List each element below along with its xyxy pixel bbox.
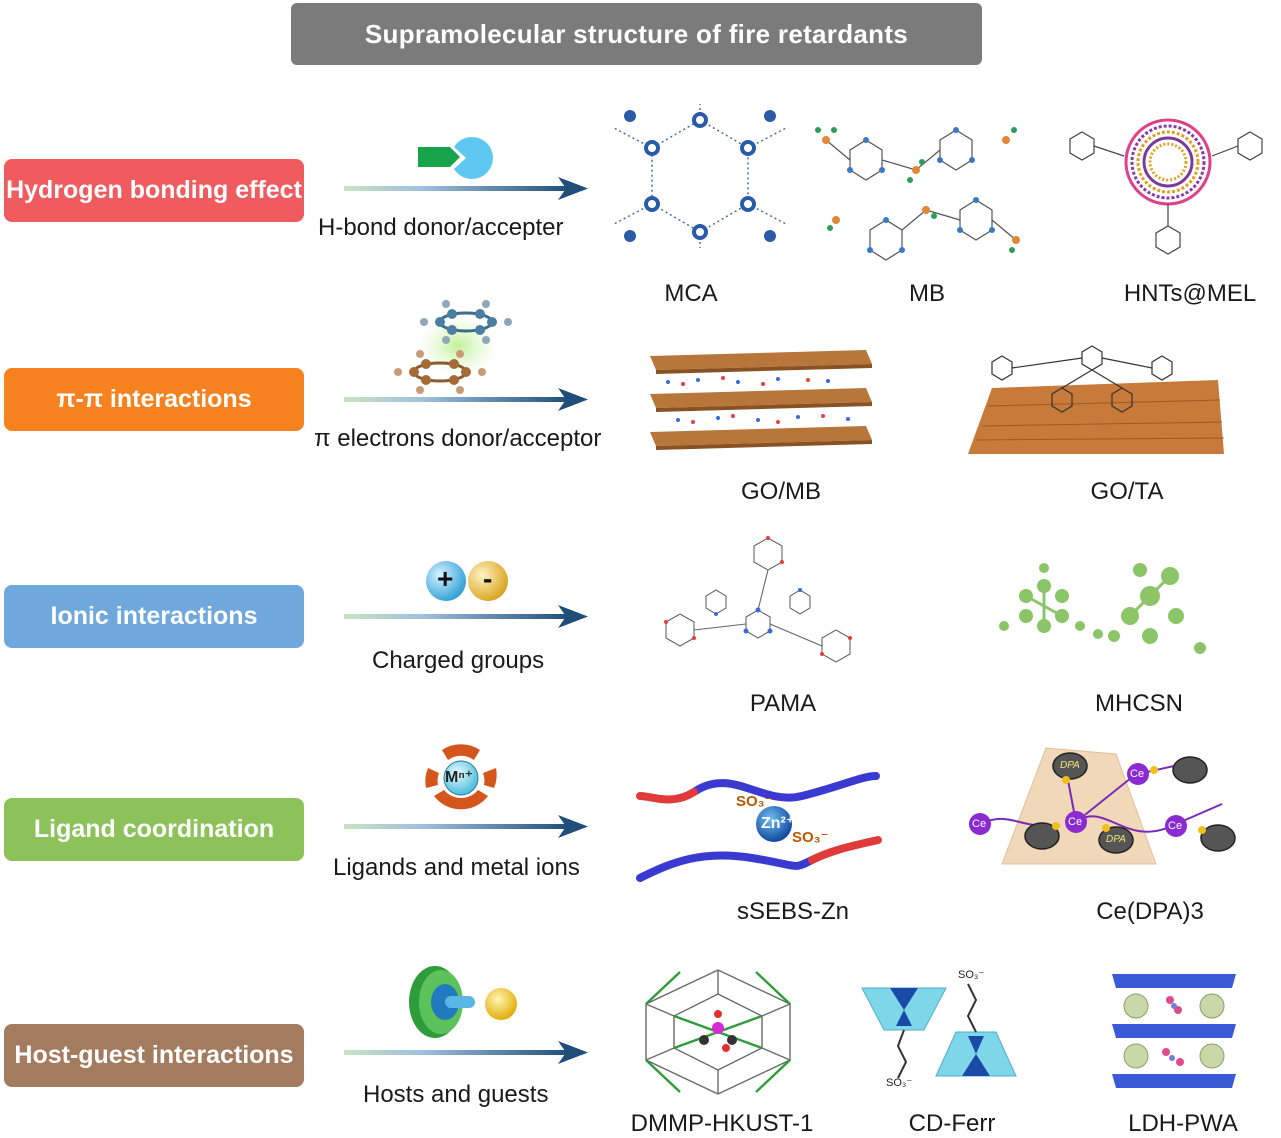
sulfonate-label-top: SO₃⁻ (736, 793, 773, 810)
cd-ferr-image: SO₃⁻ SO₃⁻ (856, 966, 1026, 1096)
sulfonate-label-bottom: SO₃⁻ (792, 829, 829, 846)
pama-structure-image (664, 536, 852, 663)
mb-structure-image (815, 127, 1020, 261)
sulfonate-label-lower: SO₃⁻ (886, 1077, 913, 1089)
sulfonate-label-upper: SO₃⁻ (958, 969, 985, 981)
example-ce-dpa3: Ce(DPA)3 (1096, 898, 1204, 925)
arrow-row-4 (344, 815, 588, 838)
metal-ion-label: Mⁿ⁺ (445, 769, 474, 786)
example-ssebs-zn: sSEBS-Zn (736, 898, 850, 925)
category-pi-pi: π-π interactions (4, 368, 304, 431)
plus-sign: + (437, 563, 454, 594)
arrow-row-3 (344, 605, 588, 628)
mechanism-ligand: Ligands and metal ions (333, 854, 580, 881)
mechanism-ionic: Charged groups (372, 647, 545, 674)
mca-network-image (613, 104, 787, 248)
minus-sign: - (483, 563, 493, 594)
hnts-mel-image (1069, 118, 1263, 255)
example-go-ta: GO/TA (1090, 478, 1164, 505)
cerium-label-2: Ce (1068, 816, 1083, 828)
dmmp-hkust-image (645, 969, 791, 1095)
example-pama: PAMA (749, 690, 817, 717)
ce-dpa3-image: Ce Ce Ce Ce DPA DPA (966, 740, 1236, 872)
arrow-row-5 (344, 1041, 588, 1064)
diagram-title: Supramolecular structure of fire retarda… (291, 3, 982, 65)
dpa-label-2: DPA (1106, 834, 1126, 845)
example-hnts-mel: HNTs@MEL (1123, 280, 1257, 307)
example-mca: MCA (664, 280, 718, 307)
cerium-label-3: Ce (1130, 768, 1145, 780)
go-ta-sheet-image (968, 345, 1225, 454)
example-mb: MB (909, 280, 945, 307)
go-mb-layers-image (650, 350, 872, 450)
host-guest-icon (409, 966, 517, 1038)
cerium-label-4: Ce (1168, 820, 1183, 832)
category-host-guest: Host-guest interactions (4, 1024, 304, 1087)
arrow-row-1 (344, 177, 588, 200)
ion-pair-icon: + - (425, 560, 511, 602)
mechanism-hbond: H-bond donor/accepter (318, 214, 564, 241)
category-hydrogen-bonding: Hydrogen bonding effect (4, 159, 304, 222)
metal-ligand-icon: Mⁿ⁺ (420, 740, 502, 816)
example-mhcsn: MHCSN (1095, 690, 1183, 717)
example-cd-ferr: CD-Ferr (908, 1110, 996, 1137)
mhcsn-structure-image (999, 563, 1206, 654)
category-ligand-coordination: Ligand coordination (4, 798, 304, 861)
example-ldh-pwa: LDH-PWA (1128, 1110, 1238, 1137)
category-ionic: Ionic interactions (4, 585, 304, 648)
zinc-ion-label: Zn²⁺ (761, 815, 795, 832)
donor-acceptor-icon (418, 136, 493, 180)
arrow-row-2 (344, 388, 588, 411)
example-go-mb: GO/MB (740, 478, 822, 505)
stacked-benzene-icon (394, 300, 512, 394)
mechanism-hostguest: Hosts and guests (363, 1081, 549, 1108)
ssebs-zn-image: Zn²⁺ SO₃⁻ SO₃⁻ (632, 766, 882, 890)
ldh-pwa-image (1112, 974, 1236, 1088)
dpa-label-1: DPA (1060, 760, 1080, 771)
cerium-label-1: Ce (972, 818, 987, 830)
example-dmmp-hkust-1: DMMP-HKUST-1 (630, 1110, 814, 1137)
mechanism-pi: π electrons donor/acceptor (314, 425, 602, 452)
